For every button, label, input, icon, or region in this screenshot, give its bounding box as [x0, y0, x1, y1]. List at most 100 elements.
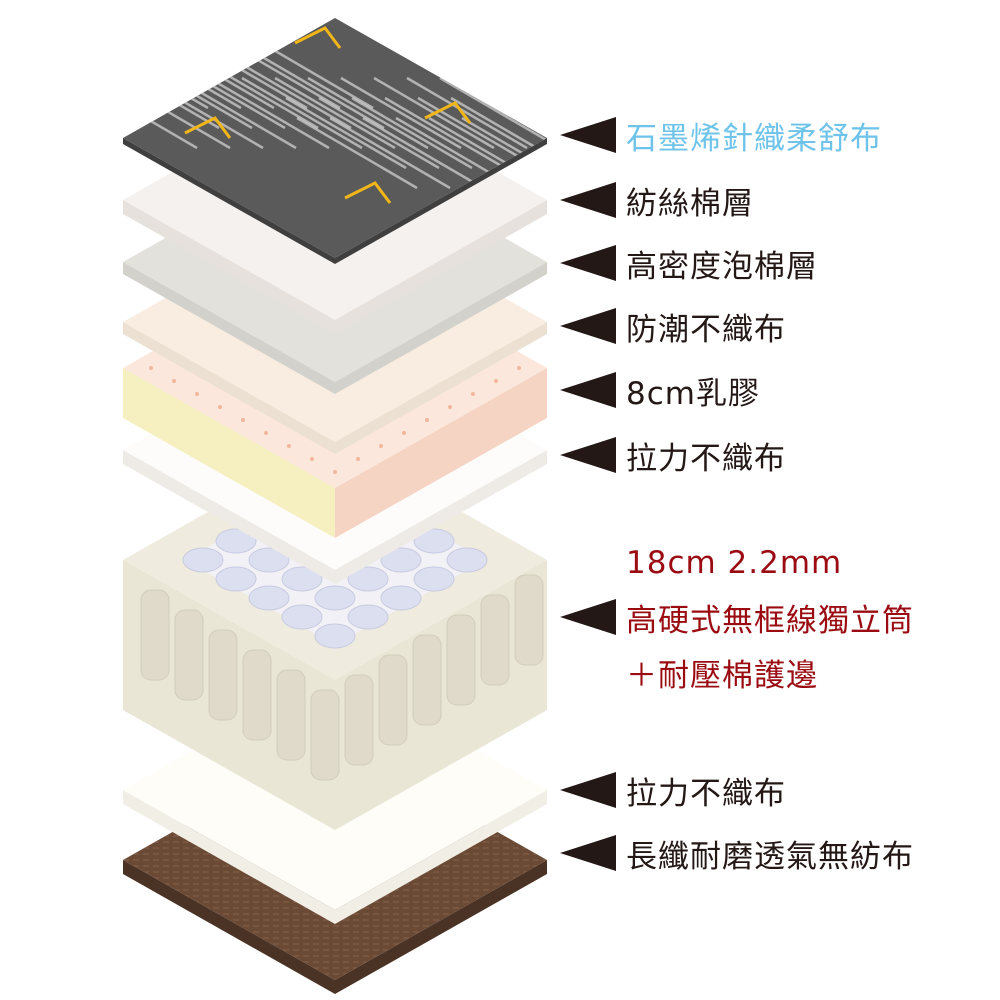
layer-right-face [335, 450, 547, 584]
layer-right-face [335, 368, 547, 538]
layer-right-face [335, 262, 547, 394]
coil-side [446, 614, 476, 706]
arrow-left-icon [560, 182, 616, 218]
label-spring-unit: 高硬式無框線獨立筒 [560, 597, 914, 639]
fabric-stripe [123, 36, 242, 110]
label-breathable-nonwoven: 長纖耐磨透氣無紡布 [560, 833, 914, 875]
latex-hole [356, 457, 360, 461]
layer-left-face [123, 790, 335, 924]
fabric-stripe [296, 116, 418, 190]
coil-side [378, 654, 408, 746]
coil-side [140, 589, 170, 681]
layer-left-face [123, 322, 335, 454]
arrow-left-icon [560, 599, 616, 635]
coil-side [412, 634, 442, 726]
label-text: 高硬式無框線獨立筒 [626, 602, 914, 639]
layer-right-face [335, 322, 547, 454]
layer-right-face [335, 200, 547, 334]
latex-hole [517, 366, 521, 370]
layer-graphene-knit-fabric [123, 18, 547, 264]
fabric-stripe [274, 76, 396, 150]
arrow-left-icon [560, 437, 616, 473]
latex-hole [149, 366, 153, 370]
fabric-stripe [318, 96, 440, 170]
label-text: 石墨烯針織柔舒布 [626, 120, 882, 157]
spring-coil-top [215, 566, 257, 592]
fabric-stripe [285, 96, 407, 170]
arrow-left-icon [560, 835, 616, 871]
spring-coil-top [215, 528, 257, 554]
coil-side [310, 689, 340, 781]
fabric-stripe [307, 76, 429, 150]
edge-foam [123, 560, 335, 830]
coil-side [276, 669, 306, 761]
latex-hole [195, 392, 199, 396]
label-text: 紡絲棉層 [626, 185, 754, 222]
spring-coil-top [281, 604, 323, 630]
fabric-stripe [439, 76, 547, 150]
latex-hole [241, 418, 245, 422]
coil-side [174, 609, 204, 701]
latex-hole [172, 379, 176, 383]
label-text: 拉力不織布 [626, 775, 786, 812]
spring-coil-top [314, 623, 356, 649]
label-latex: 8cm乳膠 [560, 370, 760, 412]
layer-left-face [123, 450, 335, 584]
coil-side [344, 674, 374, 766]
layer-left-face [123, 262, 335, 394]
fabric-stripe [263, 56, 385, 130]
label-text: 長纖耐磨透氣無紡布 [626, 838, 914, 875]
arrow-left-icon [560, 772, 616, 808]
coil-side [208, 629, 238, 721]
coil-side [514, 574, 544, 666]
layer-right-face [335, 790, 547, 924]
latex-hole [310, 457, 314, 461]
label-tension-nonwoven-top: 拉力不織布 [560, 435, 786, 477]
latex-hole [264, 431, 268, 435]
layer-left-face [123, 200, 335, 334]
label-text: 高密度泡棉層 [626, 248, 818, 285]
spring-coil-top [380, 547, 422, 573]
fabric-stripe [450, 96, 547, 170]
label-spring-edge: ＋耐壓棉護邊 [626, 658, 818, 694]
fabric-stripe [123, 36, 209, 110]
fabric-gold-accent [184, 116, 232, 139]
edge-foam [335, 560, 547, 830]
fabric-gold-accent [344, 181, 392, 204]
fabric-stripe [230, 56, 352, 130]
label-text: 防潮不織布 [626, 311, 786, 348]
spring-coil-top [314, 585, 356, 611]
latex-hole [287, 444, 291, 448]
label-spring-spec: 18cm 2.2mm [626, 545, 843, 581]
label-tension-nonwoven-bottom: 拉力不織布 [560, 770, 786, 812]
label-graphene-fabric: 石墨烯針織柔舒布 [560, 115, 882, 157]
latex-hole [425, 418, 429, 422]
label-moisture-nonwoven: 防潮不織布 [560, 306, 786, 348]
spring-coil-top [446, 547, 488, 573]
spring-coil-top [248, 547, 290, 573]
coil-side [480, 594, 510, 686]
latex-hole [471, 392, 475, 396]
fabric-stripe [241, 76, 363, 150]
layer-left-face [123, 368, 335, 538]
fabric-stripe [351, 96, 473, 170]
spring-coil-top [281, 566, 323, 592]
label-foam: 高密度泡棉層 [560, 243, 818, 285]
fabric-stripe [340, 76, 462, 150]
layer-right-face [335, 860, 547, 994]
layer-left-face [123, 138, 335, 264]
fabric-stripe [362, 116, 484, 190]
layer-right-face [335, 138, 547, 264]
latex-hole [379, 444, 383, 448]
arrow-left-icon [560, 372, 616, 408]
arrow-left-icon [560, 117, 616, 153]
latex-hole [402, 431, 406, 435]
label-fiber-cotton: 紡絲棉層 [560, 180, 754, 222]
spring-coil-top [347, 566, 389, 592]
fabric-gold-accent [294, 26, 342, 49]
coil-side [242, 649, 272, 741]
latex-hole [448, 405, 452, 409]
arrow-left-icon [560, 308, 616, 344]
spring-coil-top [413, 566, 455, 592]
